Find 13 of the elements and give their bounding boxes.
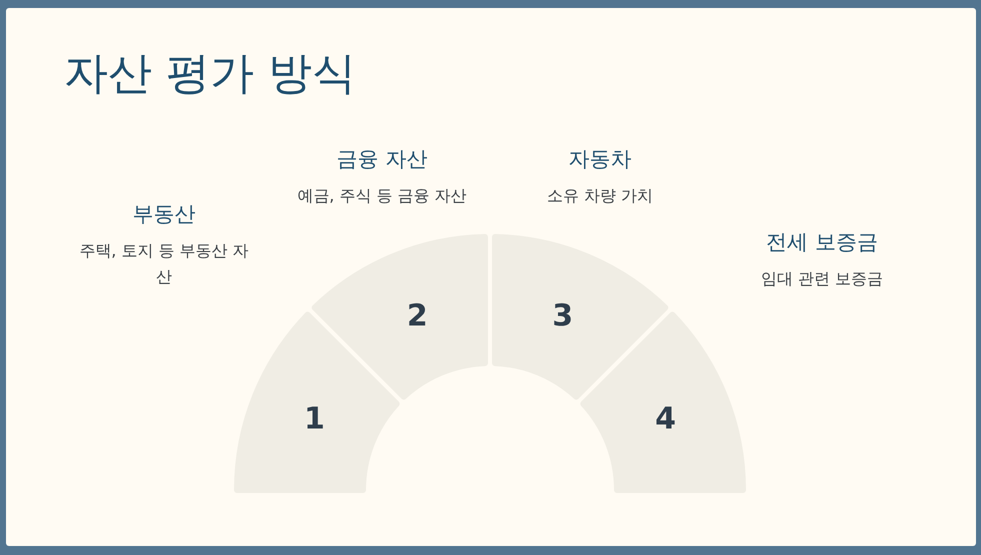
segment-number: 4: [655, 401, 676, 436]
title: 자산 평가 방식: [64, 47, 356, 101]
segment-number: 3: [552, 298, 574, 334]
segment-description: 임대 관련 보증금: [760, 268, 884, 290]
segment-number: 1: [304, 401, 325, 436]
segment-number: 2: [406, 298, 428, 334]
segment-heading: 금융 자산: [336, 146, 428, 173]
segment-heading: 부동산: [132, 201, 196, 228]
segment-description: 예금, 주식 등 금융 자산: [296, 185, 468, 207]
segment-heading: 자동차: [568, 146, 632, 173]
segment-heading: 전세 보증금: [766, 229, 878, 256]
segment-description: 소유 차량 가치: [546, 185, 654, 207]
segment-description: 주택, 토지 등 부동산 자산: [78, 240, 250, 288]
